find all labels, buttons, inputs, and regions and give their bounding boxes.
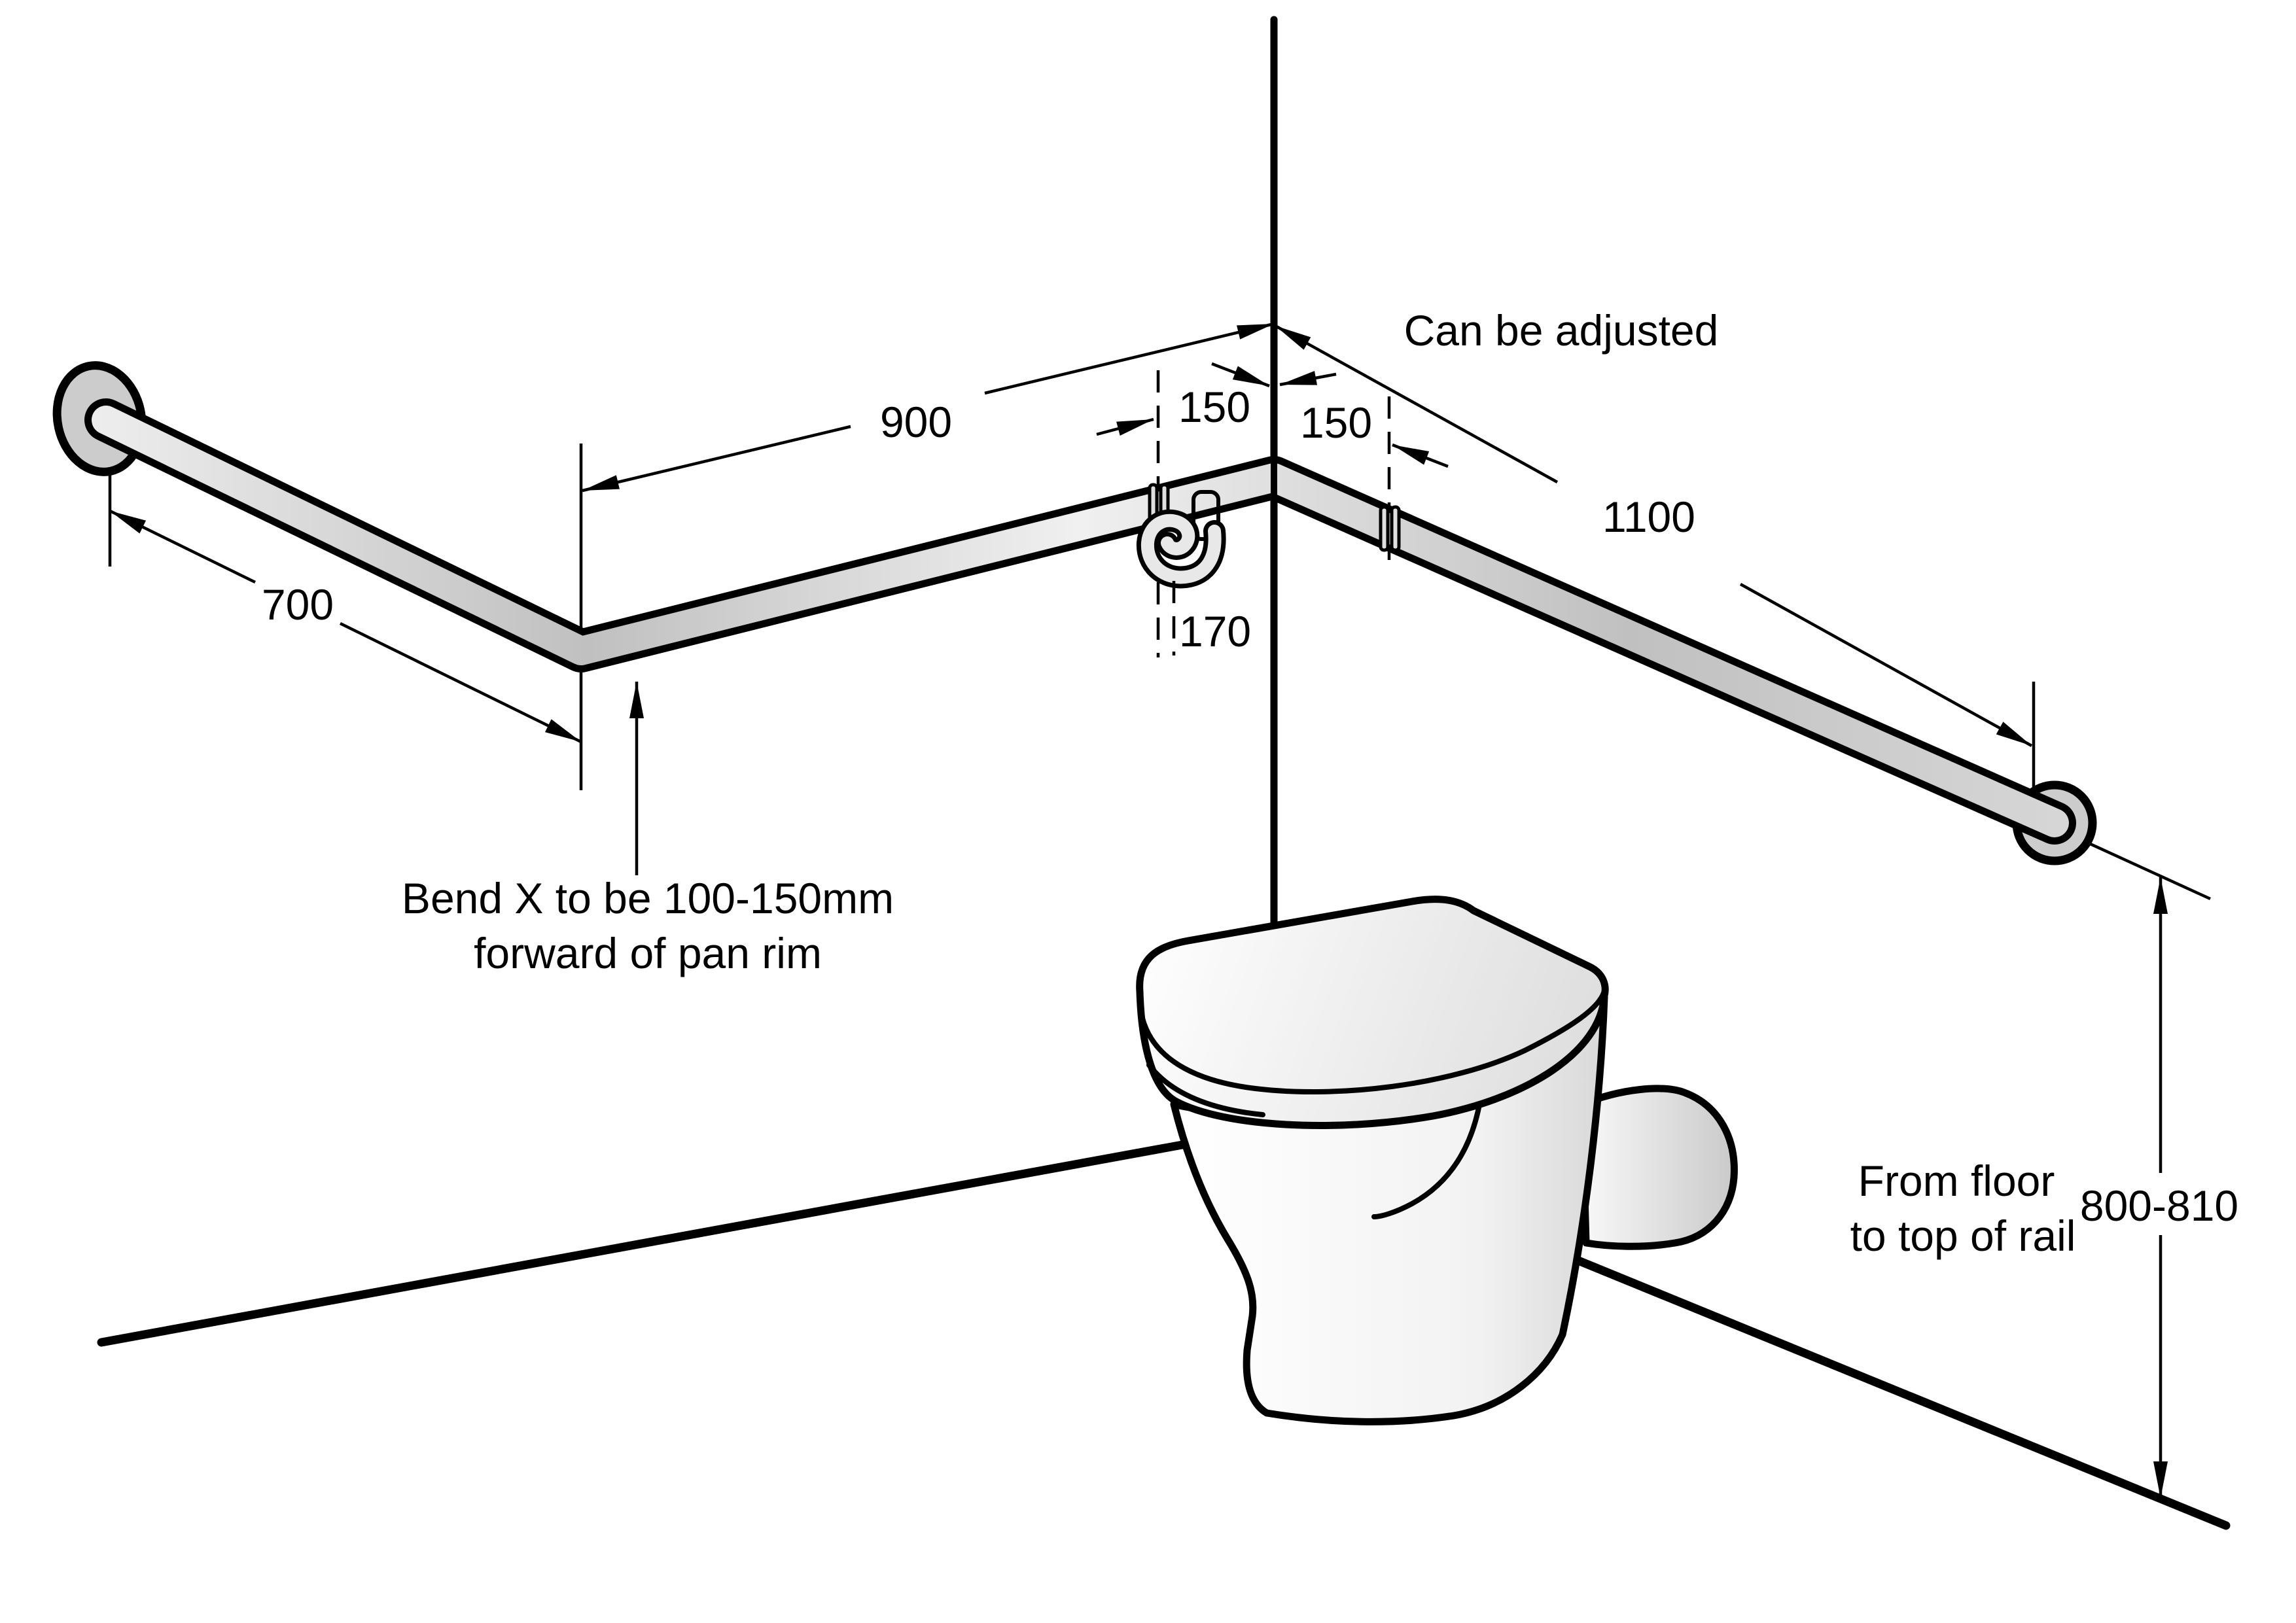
grab-rail-assembly (52, 361, 2097, 865)
dim-150-left-inner-arrow (1211, 362, 1270, 388)
right-floor-line (1566, 1253, 2231, 1530)
can-be-adjusted-note: Can be adjusted (1404, 306, 1719, 355)
toilet (1136, 896, 1738, 1425)
dim-700-arrow-right (340, 621, 582, 744)
dim-height-label: 800-810 (2080, 1181, 2238, 1230)
dim-700-arrow-left (109, 509, 256, 584)
toilet-seat-edge (1146, 1062, 1265, 1117)
dim-150-right-inner-arrow (1279, 370, 1337, 387)
height-note-line2: to top of rail (1850, 1212, 2076, 1260)
labels: 700 900 150 150 1100 170 800-810 Can be … (262, 306, 2238, 1260)
bend-note-line1: Bend X to be 100-150mm (402, 874, 894, 922)
toilet-bowl-contour (1371, 1078, 1485, 1219)
bracket-tick (1390, 505, 1401, 552)
grab-rail-outline (84, 398, 2076, 845)
dim-900-label: 900 (880, 398, 952, 446)
dim-900-arrow-left (582, 425, 851, 493)
dim-150-left-label: 150 (1178, 383, 1250, 431)
height-note-line1: From floor (1858, 1157, 2055, 1205)
toilet-lid-edge (1139, 988, 1607, 1095)
hook-spiral (1140, 514, 1222, 584)
right-rail-bracket (1379, 505, 1401, 552)
dim-1100-arrow-right (1739, 583, 2033, 747)
dim-1100-arrow-left (1274, 324, 1559, 483)
dim-150-right-outer-arrow (1392, 443, 1449, 468)
dim-150-right-label: 150 (1300, 398, 1372, 447)
toilet-outlet-pipe (1578, 1085, 1738, 1250)
bend-note-line2: forward of pan rim (474, 929, 822, 977)
dim-150-left-outer-arrow (1096, 417, 1154, 436)
dimension-lines (109, 322, 2168, 1498)
dim-900-arrow-right (984, 322, 1275, 395)
left-floor-line (97, 1129, 1248, 1347)
dim-1100-label: 1100 (1602, 493, 1695, 541)
toilet-seat (1136, 896, 1609, 1129)
grab-rail (92, 406, 2069, 837)
dim-170-label: 170 (1179, 607, 1251, 655)
bracket-tick (1379, 505, 1390, 552)
dim-700-label: 700 (262, 580, 334, 629)
toilet-roll-holder-hook (1136, 490, 1226, 589)
